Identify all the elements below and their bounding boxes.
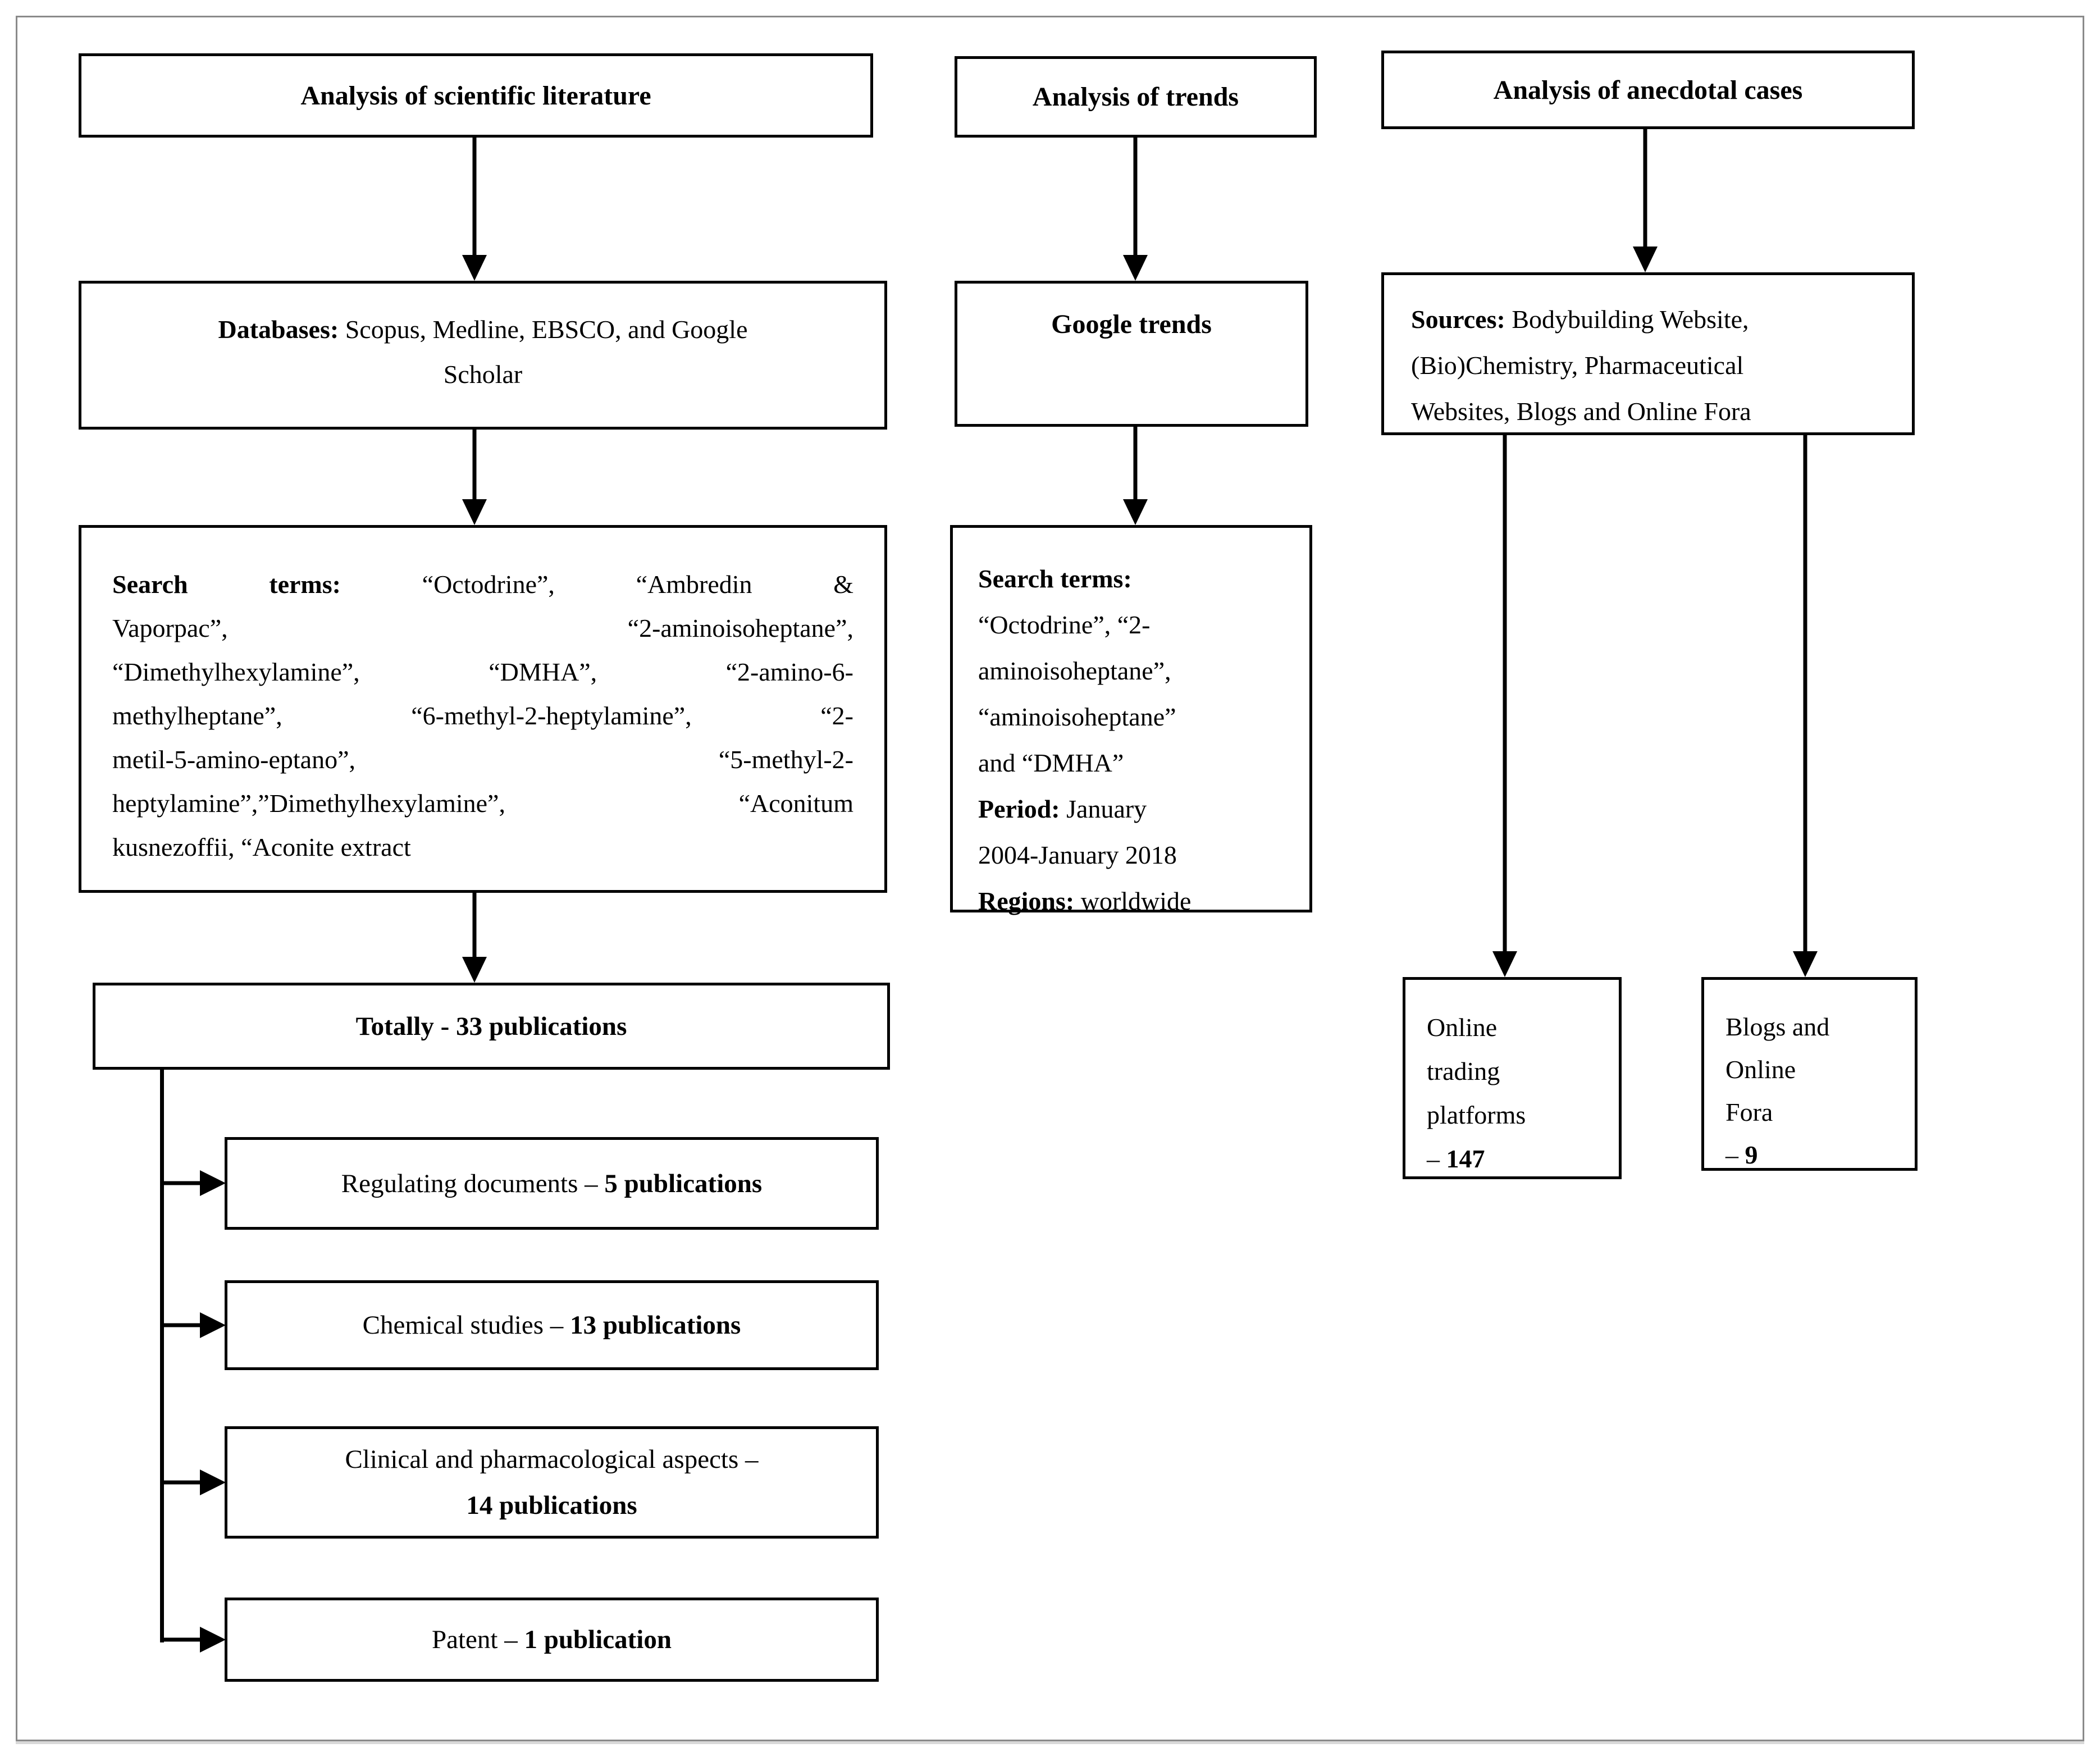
search-terms-line: aminoisoheptane”, <box>978 656 1171 685</box>
arrow-right-icon <box>162 1470 226 1495</box>
category-count: 5 publications <box>604 1169 763 1198</box>
category-count: 13 publications <box>570 1311 741 1340</box>
category-text: Clinical and pharmacological aspects – <box>345 1445 759 1474</box>
search-terms-label: Search terms: <box>978 564 1132 593</box>
arrow-down-icon <box>461 138 488 281</box>
search-terms-text: “Octodrine”, “Ambredin & <box>340 570 853 599</box>
literature-header-box: Analysis of scientific literature <box>79 53 873 138</box>
databases-line-1: Databases: Scopus, Medline, EBSCO, and G… <box>104 307 862 352</box>
search-terms-line: kusnezoffii, “Aconite extract <box>112 833 411 861</box>
arrow-right-icon <box>162 1627 226 1653</box>
category-label: Clinical and pharmacological aspects – 1… <box>345 1436 758 1528</box>
search-terms-line: Search terms: <box>978 556 1284 602</box>
databases-text: Scopus, Medline, EBSCO, and Google <box>339 315 748 344</box>
blogs-fora-line: Fora <box>1725 1098 1773 1126</box>
dash: – <box>1725 1140 1745 1169</box>
search-terms-line: methylheptane”, “6-methyl-2-heptylamine”… <box>112 701 853 730</box>
period-line-2: 2004-January 2018 <box>978 841 1177 869</box>
period-line: Period: January <box>978 786 1284 832</box>
category-box-chemical: Chemical studies – 13 publications <box>225 1280 879 1370</box>
total-publications-box: Totally - 33 publications <box>93 983 890 1070</box>
sources-line: Websites, Blogs and Online Fora <box>1411 397 1751 426</box>
sources-line: (Bio)Chemistry, Pharmaceutical <box>1411 351 1744 380</box>
online-trading-count-line: – 147 <box>1427 1137 1597 1181</box>
search-terms-line: “Dimethylhexylamine”, “DMHA”, “2-amino-6… <box>112 658 853 686</box>
category-box-regulating: Regulating documents – 5 publications <box>225 1137 879 1230</box>
figure-border <box>16 16 2084 1741</box>
category-text: Regulating documents – <box>341 1169 605 1198</box>
databases-label: Databases: <box>218 315 339 344</box>
anecdotal-header-box: Analysis of anecdotal cases <box>1381 51 1915 129</box>
arrow-down-icon <box>461 430 488 525</box>
category-count: 1 publication <box>524 1625 672 1654</box>
category-box-clinical: Clinical and pharmacological aspects – 1… <box>225 1426 879 1539</box>
search-terms-literature-box: Search terms: “Octodrine”, “Ambredin & V… <box>79 525 887 893</box>
blogs-fora-box: Blogs and Online Fora – 9 <box>1701 977 1918 1171</box>
search-terms-line: metil-5-amino-eptano”, “5-methyl-2- <box>112 745 853 774</box>
category-text: Chemical studies – <box>362 1311 570 1340</box>
sources-line: Sources: Bodybuilding Website, <box>1411 296 1885 343</box>
period-label: Period: <box>978 795 1060 823</box>
category-box-patent: Patent – 1 publication <box>225 1598 879 1682</box>
regions-line: Regions: worldwide <box>978 878 1284 924</box>
online-trading-line: platforms <box>1427 1101 1526 1129</box>
blogs-fora-line: Online <box>1725 1055 1796 1084</box>
trends-header-box: Analysis of trends <box>955 56 1317 138</box>
arrow-right-icon <box>162 1312 226 1338</box>
dash: – <box>1427 1144 1446 1173</box>
arrow-down-icon <box>1122 138 1149 281</box>
branch-connector-line <box>160 1069 164 1642</box>
arrow-right-icon <box>162 1170 226 1196</box>
regions-text: worldwide <box>1074 887 1191 915</box>
google-trends-box: Google trends <box>955 281 1308 427</box>
online-trading-line: trading <box>1427 1057 1500 1085</box>
sources-box: Sources: Bodybuilding Website, (Bio)Chem… <box>1381 272 1915 435</box>
arrow-down-icon <box>1122 427 1149 525</box>
online-trading-line: Online <box>1427 1013 1498 1042</box>
search-terms-line: Search terms: “Octodrine”, “Ambredin & <box>112 563 853 606</box>
online-trading-box: Online trading platforms – 147 <box>1403 977 1622 1179</box>
category-label: Chemical studies – 13 publications <box>363 1310 741 1340</box>
search-terms-label: Search terms: <box>112 570 341 599</box>
category-text: Patent – <box>432 1625 524 1654</box>
blogs-fora-line: Blogs and <box>1725 1012 1830 1041</box>
sources-text: Bodybuilding Website, <box>1505 305 1749 334</box>
databases-line-2: Scholar <box>443 360 523 389</box>
arrow-down-icon <box>1491 435 1518 977</box>
search-terms-line: Vaporpac”, “2-aminoisoheptane”, <box>112 614 853 642</box>
blogs-fora-count: 9 <box>1745 1140 1758 1169</box>
search-terms-line: heptylamine”,”Dimethylhexylamine”, “Acon… <box>112 789 853 818</box>
regions-label: Regions: <box>978 887 1075 915</box>
category-count: 14 publications <box>466 1491 637 1520</box>
arrow-down-icon <box>1632 129 1659 272</box>
category-label: Regulating documents – 5 publications <box>341 1169 762 1199</box>
sources-label: Sources: <box>1411 305 1505 334</box>
online-trading-count: 147 <box>1446 1144 1485 1173</box>
arrow-down-icon <box>1792 435 1819 977</box>
search-terms-line: “Octodrine”, “2- <box>978 610 1151 639</box>
arrow-down-icon <box>461 893 488 983</box>
blogs-fora-count-line: – 9 <box>1725 1134 1893 1176</box>
databases-box: Databases: Scopus, Medline, EBSCO, and G… <box>79 281 887 430</box>
search-terms-line: and “DMHA” <box>978 749 1124 777</box>
period-text: January <box>1060 795 1147 823</box>
search-terms-trends-box: Search terms: “Octodrine”, “2- aminoisoh… <box>950 525 1312 915</box>
search-terms-line: “aminoisoheptane” <box>978 702 1176 731</box>
category-label: Patent – 1 publication <box>432 1624 672 1655</box>
